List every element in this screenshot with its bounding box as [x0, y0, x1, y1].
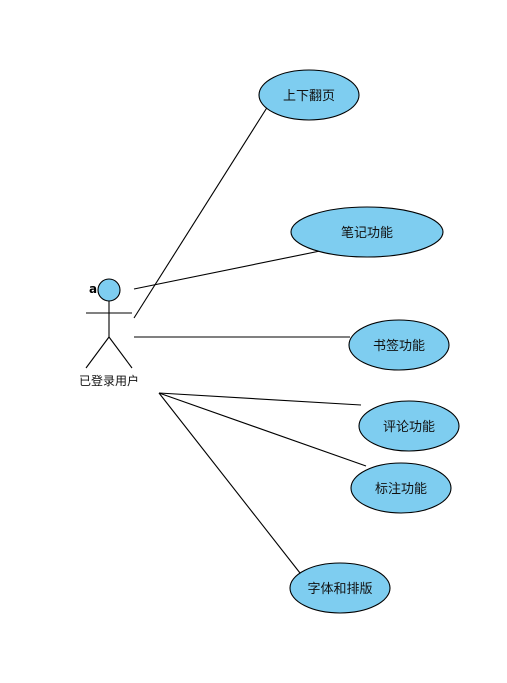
- association-line-page-turn: [133, 105, 269, 319]
- use-case-page-turn[interactable]: 上下翻页: [258, 69, 360, 121]
- actor-left-leg: [85, 336, 110, 369]
- association-line-comment: [158, 392, 362, 406]
- actor-marker: a: [89, 282, 97, 296]
- use-case-label: 字体和排版: [307, 582, 372, 597]
- actor-head: [97, 278, 121, 302]
- use-case-label: 标注功能: [375, 482, 427, 497]
- association-line-annotation: [158, 392, 367, 467]
- actor-right-leg: [108, 336, 133, 369]
- association-line-font-layout: [158, 392, 301, 574]
- associations: [133, 105, 367, 574]
- use-case-bookmark[interactable]: 书签功能: [348, 319, 450, 371]
- use-case-annotation[interactable]: 标注功能: [350, 462, 452, 514]
- use-case-label: 上下翻页: [283, 89, 335, 104]
- use-case-notes[interactable]: 笔记功能: [290, 206, 444, 258]
- use-case-label: 笔记功能: [341, 225, 393, 241]
- use-case-label: 评论功能: [383, 420, 435, 435]
- actor-stick-figure: [85, 278, 133, 369]
- association-line-notes: [133, 250, 321, 290]
- use-case-font-layout[interactable]: 字体和排版: [289, 562, 391, 614]
- use-case-label: 书签功能: [373, 338, 425, 354]
- use-case-comment[interactable]: 评论功能: [358, 400, 460, 452]
- actor-label: 已登录用户: [79, 373, 139, 388]
